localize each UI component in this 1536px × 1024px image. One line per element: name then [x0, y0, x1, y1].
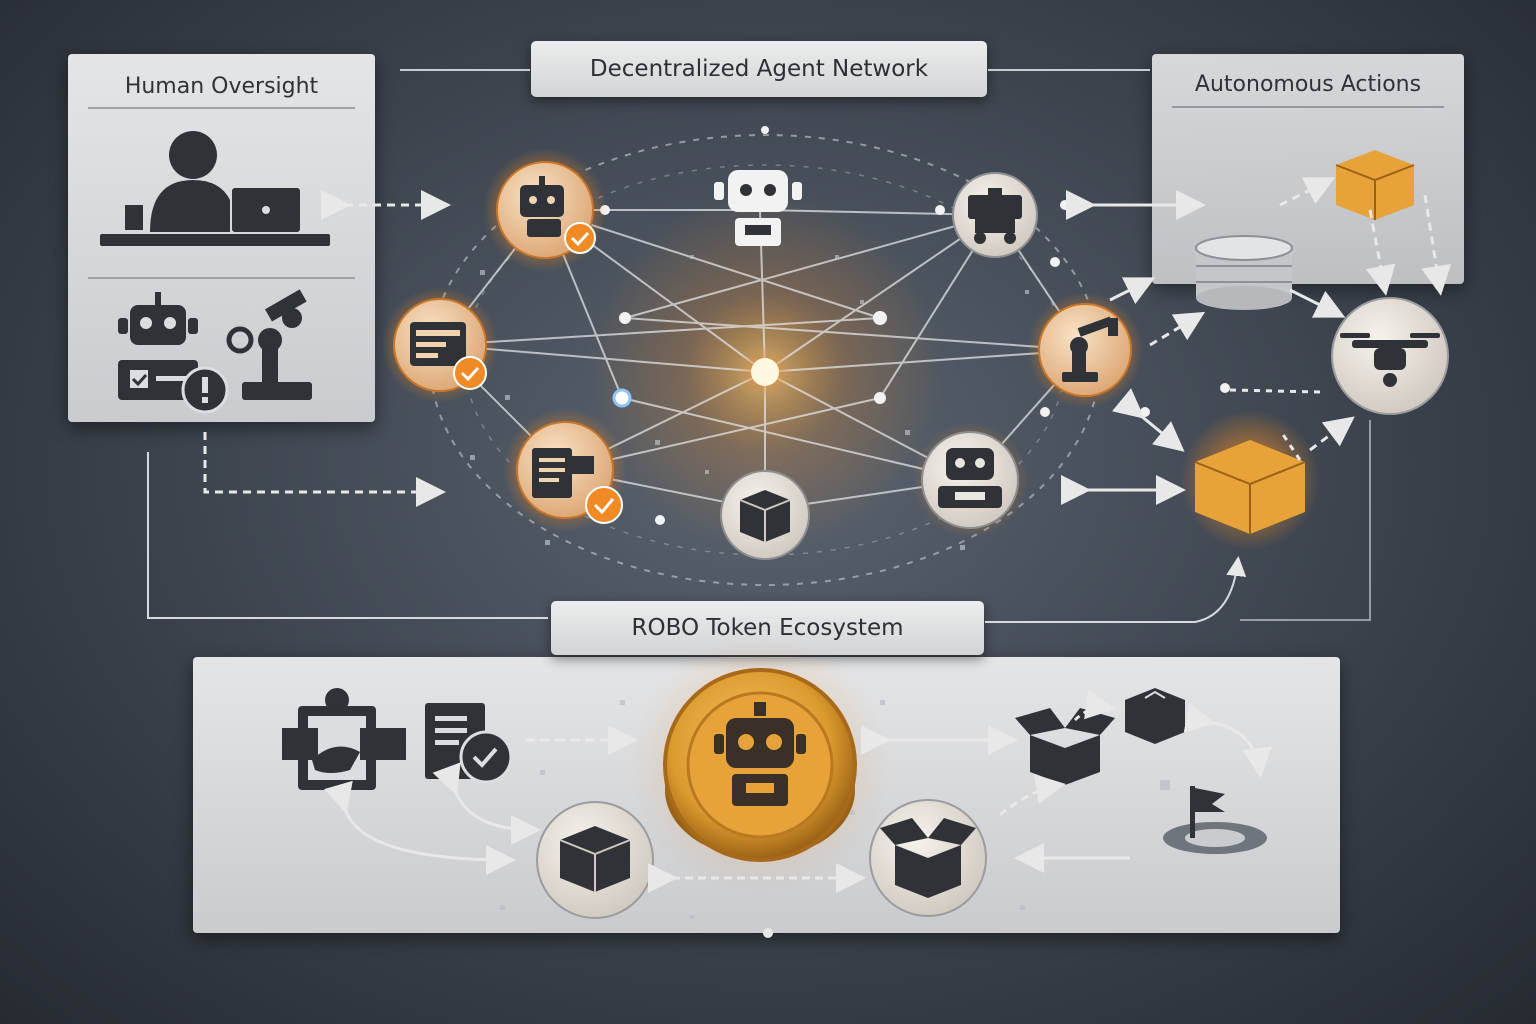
checklist-alert-icon [118, 360, 229, 414]
handshake-contract-icon [282, 688, 406, 790]
network-hub-core [751, 358, 779, 386]
ecosystem-open-box-node [869, 799, 987, 917]
network-node-robot-arm [1027, 292, 1143, 408]
robot-truck-icon [968, 188, 1022, 244]
robo-coin-icon [663, 668, 857, 862]
package-icon [1180, 410, 1320, 550]
open-box-icon [1015, 708, 1115, 785]
network-title: Decentralized Agent Network [589, 56, 929, 82]
ecosystem-loop-right-edge [1240, 420, 1371, 621]
network-node-robot-bottom [912, 422, 1028, 538]
document-check-icon [532, 448, 594, 498]
autonomous-actions-title: Autonomous Actions [1194, 72, 1422, 97]
person-laptop-icon [100, 131, 330, 246]
robot-check-icon [520, 176, 564, 237]
oversight-down-arrow [203, 432, 446, 507]
network-node-box [720, 470, 810, 560]
package-icon [1335, 150, 1415, 220]
human-oversight-title: Human Oversight [124, 74, 319, 99]
network-node-document-check [503, 408, 627, 532]
robot-arm-icon [1062, 316, 1118, 382]
robot-arm-icon [226, 289, 312, 400]
action-arrows [1061, 177, 1452, 505]
document-check-icon [425, 703, 513, 784]
database-icon [1195, 235, 1293, 310]
network-node-robot-check [483, 148, 607, 272]
ecosystem-loop-right [985, 556, 1247, 623]
bottom-dot [763, 928, 773, 938]
robot-icon [118, 292, 198, 345]
network-title-box: Decentralized Agent Network [531, 41, 987, 97]
box-icon [739, 490, 791, 542]
panel-divider [88, 107, 355, 109]
small-box-icon [1125, 688, 1185, 744]
ecosystem-arrows [323, 689, 1273, 893]
network-node-robot-top [714, 170, 802, 246]
server-check-icon [410, 322, 466, 366]
ecosystem-box-node [536, 801, 654, 919]
ecosystem-loop-line [147, 452, 548, 619]
robot-icon [938, 448, 1002, 508]
open-box-icon [880, 818, 976, 898]
goal-flag-icon [1163, 786, 1267, 854]
network-node-server-check [382, 287, 498, 403]
drone-icon [1331, 297, 1449, 415]
robot-icon [714, 170, 802, 246]
network-node-robot-truck [952, 172, 1038, 258]
particle-dots [470, 255, 1170, 919]
panel-divider [1172, 106, 1444, 108]
box-icon [559, 826, 631, 892]
panel-divider [88, 277, 355, 279]
